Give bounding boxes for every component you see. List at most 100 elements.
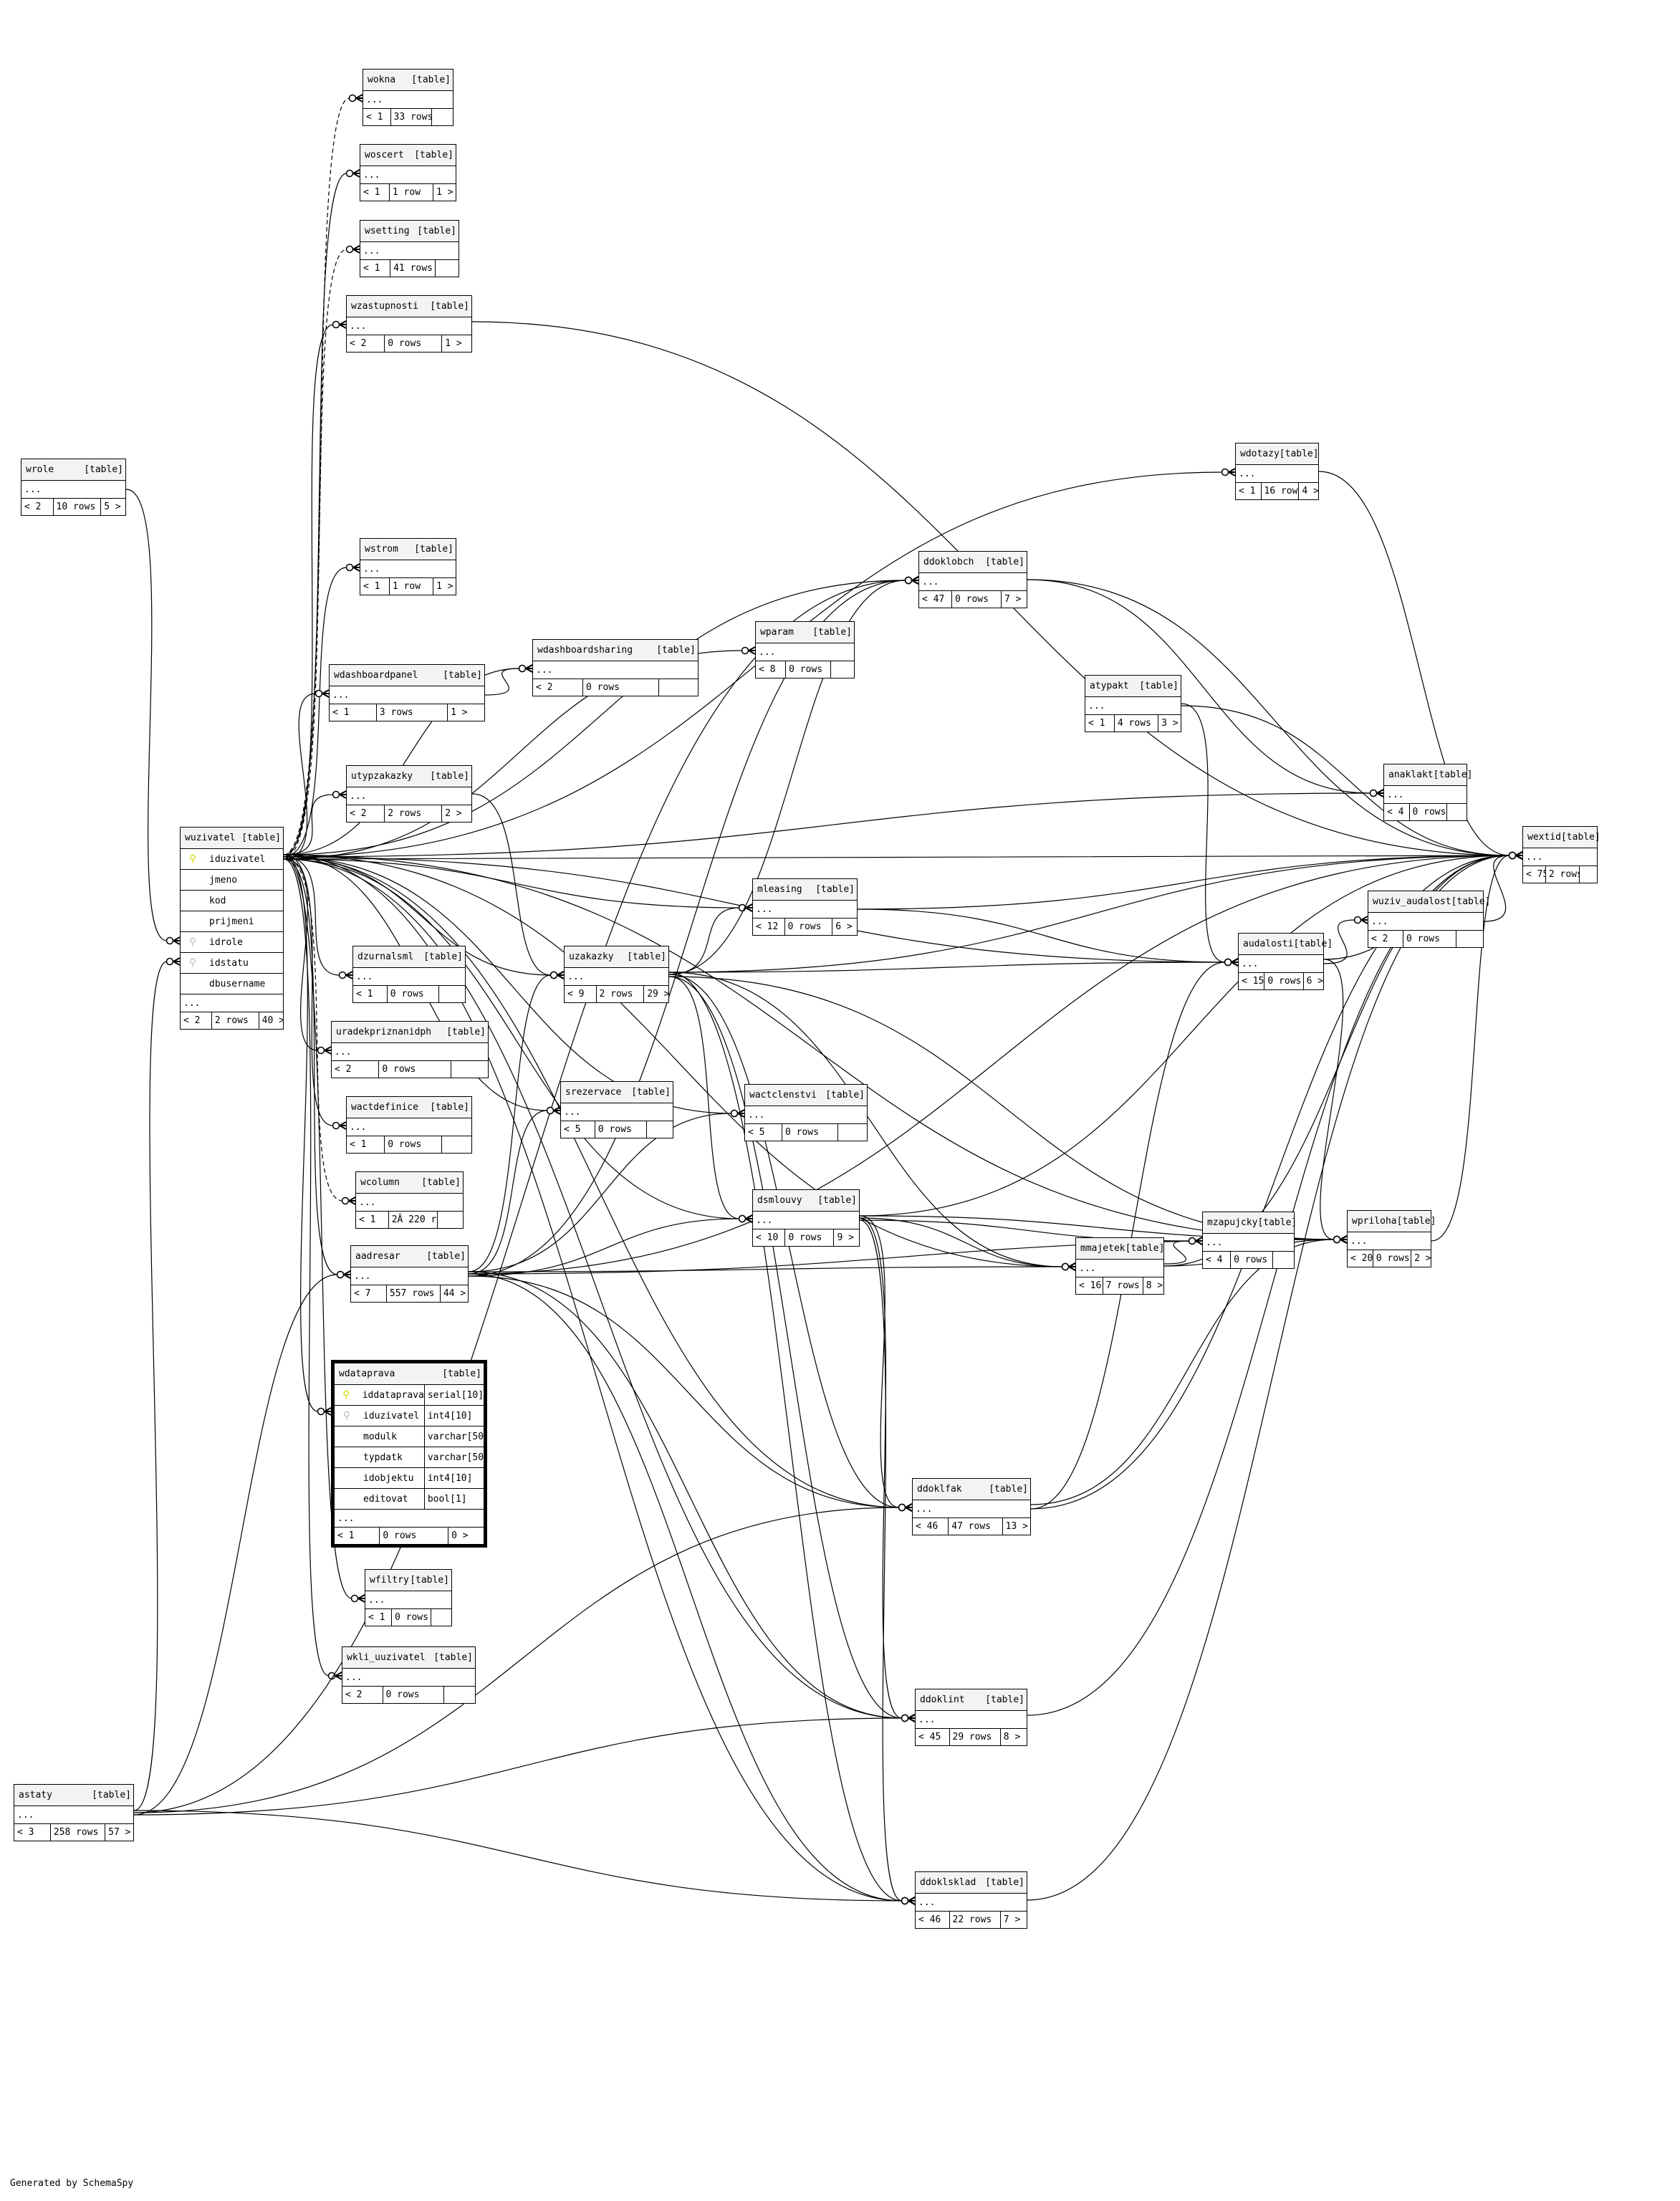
table-wdashboardsharing[interactable]: wdashboardsharing [table]... < 2 0 rows [532,639,699,696]
table-name[interactable]: wparam [760,627,794,638]
table-header[interactable]: wdashboardsharing [table] [533,640,698,661]
table-header[interactable]: mzapujcky [table] [1203,1212,1297,1234]
table-name[interactable]: wdashboardpanel [334,670,418,681]
table-header[interactable]: wuziv_audalost [table] [1368,891,1490,913]
table-header[interactable]: wstrom [table] [360,539,456,560]
table-header[interactable]: anaklakt [table] [1384,764,1472,786]
parents-link[interactable]: < 4 [1387,807,1404,817]
table-wcolumn[interactable]: wcolumn [table]... < 1 2Â 220 rows [355,1171,464,1229]
column-row[interactable]: editovat bool[1] [335,1489,484,1510]
parents-link[interactable]: < 1 [363,187,380,198]
children-link[interactable]: 13 > [1002,1518,1030,1535]
table-mmajetek[interactable]: mmajetek [table]... < 16 7 rows 8 > [1075,1237,1164,1295]
parents-link[interactable]: < 1 [337,1530,355,1541]
table-name[interactable]: mleasing [757,884,802,895]
children-link[interactable] [435,260,459,277]
column-row[interactable]: modulk varchar[50] [335,1426,489,1447]
children-link[interactable]: 6 > [1302,973,1323,989]
table-header[interactable]: wzastupnosti [table] [347,296,471,317]
children-link[interactable]: 5 > [100,499,125,515]
parents-link[interactable]: < 9 [567,989,585,999]
children-link[interactable] [437,1212,463,1228]
children-link[interactable]: 40 > [258,1012,283,1029]
table-name[interactable]: wstrom [365,544,398,555]
table-wokna[interactable]: wokna [table]... < 1 33 rows [363,69,453,126]
parents-link[interactable]: < 16 [1079,1280,1102,1291]
table-header[interactable]: wactclenstvi [table] [745,1085,867,1106]
table-name[interactable]: astaty [19,1790,52,1800]
table-header[interactable]: wfiltry [table] [365,1570,451,1591]
table-wparam[interactable]: wparam [table]... < 8 0 rows [755,621,855,678]
column-row[interactable]: ⚲ idstatu [181,953,283,974]
table-wkli_uuzivatel[interactable]: wkli_uuzivatel [table]... < 2 0 rows [342,1646,476,1704]
parents-link[interactable]: < 2 [345,1689,363,1700]
table-atypakt[interactable]: atypakt [table]... < 1 4 rows 3 > [1085,675,1181,732]
children-link[interactable] [441,1136,471,1153]
children-link[interactable]: 7 > [1001,591,1027,608]
table-wuziv_audalost[interactable]: wuziv_audalost [table]... < 2 0 rows [1368,891,1490,948]
table-header[interactable]: srezervace [table] [561,1082,673,1103]
parents-link[interactable]: < 2 [183,1015,201,1026]
parents-link[interactable]: < 2 [350,338,367,349]
column-row[interactable]: ⚲ iddataprava serial[10] [335,1385,484,1406]
table-name[interactable]: wactdefinice [351,1102,418,1113]
table-header[interactable]: wpriloha [table] [1348,1211,1436,1232]
table-name[interactable]: wdashboardsharing [537,645,633,656]
table-mleasing[interactable]: mleasing [table]... < 12 0 rows 6 > [752,878,858,936]
table-header[interactable]: dzurnalsml [table] [353,946,465,968]
table-name[interactable]: dsmlouvy [757,1195,802,1206]
table-utypzakazky[interactable]: utypzakazky [table]... < 2 2 rows 2 > [346,765,472,823]
table-header[interactable]: ddoklobch [table] [919,552,1027,573]
table-name[interactable]: aadresar [355,1251,400,1262]
children-link[interactable] [1272,1252,1295,1268]
table-header[interactable]: utypzakazky [table] [347,766,471,787]
children-link[interactable] [450,1061,488,1078]
column-row[interactable]: typdatk varchar[50] [335,1447,489,1468]
table-wdashboardpanel[interactable]: wdashboardpanel [table]... < 1 3 rows 1 … [329,664,485,721]
table-header[interactable]: wdotazy [table] [1236,443,1319,465]
table-name[interactable]: utypzakazky [351,771,413,782]
parents-link[interactable]: < 20 [1350,1253,1373,1264]
table-header[interactable]: wextid [table] [1523,827,1600,848]
table-ddoklfak[interactable]: ddoklfak [table]... < 46 47 rows 13 > [912,1478,1031,1535]
parents-link[interactable]: < 1 [350,1139,367,1150]
table-wactdefinice[interactable]: wactdefinice [table]... < 1 0 rows [346,1096,472,1154]
children-link[interactable] [443,1687,475,1703]
column-row[interactable]: ⚲ idrole [181,932,283,953]
parents-link[interactable]: < 1 [1239,486,1256,497]
table-header[interactable]: mmajetek [table] [1076,1238,1164,1260]
table-wextid[interactable]: wextid [table]... < 75 2 rows [1522,826,1600,883]
parents-link[interactable]: < 1 [359,1214,376,1225]
table-wuzivatel[interactable]: wuzivatel [table]⚲ iduzivatel jmeno kod … [180,827,284,1030]
table-name[interactable]: wcolumn [360,1177,400,1188]
parents-link[interactable]: < 5 [748,1127,765,1138]
parents-link[interactable]: < 4 [1206,1255,1223,1265]
children-link[interactable] [431,109,453,125]
children-link[interactable]: 57 > [105,1824,133,1841]
parents-link[interactable]: < 2 [350,808,367,819]
column-row[interactable]: dbusername [181,974,283,994]
column-row[interactable]: kod [181,891,283,911]
children-link[interactable]: 4 > [1298,483,1318,499]
children-link[interactable] [438,986,465,1002]
table-name[interactable]: wuzivatel [185,833,236,843]
table-header[interactable]: ddoklint [table] [916,1689,1027,1711]
table-name[interactable]: wactclenstvi [749,1090,817,1100]
table-wdotazy[interactable]: wdotazy [table]... < 1 16 rows 4 > [1235,443,1319,500]
table-anaklakt[interactable]: anaklakt [table]... < 4 0 rows [1383,764,1472,821]
table-name[interactable]: ddoklint [920,1694,965,1705]
children-link[interactable]: 1 > [447,704,484,721]
table-name[interactable]: wrole [26,464,54,475]
table-name[interactable]: wfiltry [370,1575,409,1586]
children-link[interactable] [431,1609,451,1626]
children-link[interactable]: 1 > [433,184,456,201]
parents-link[interactable]: < 1 [1088,718,1105,729]
parents-link[interactable]: < 1 [368,1612,385,1623]
parents-link[interactable]: < 1 [332,707,350,718]
table-wactclenstvi[interactable]: wactclenstvi [table]... < 5 0 rows [744,1084,868,1141]
table-header[interactable]: wparam [table] [756,622,854,643]
parents-link[interactable]: < 75 [1526,869,1545,880]
table-header[interactable]: ddoklfak [table] [913,1479,1030,1500]
table-ddoklint[interactable]: ddoklint [table]... < 45 29 rows 8 > [915,1689,1027,1746]
parents-link[interactable]: < 1 [356,989,373,999]
